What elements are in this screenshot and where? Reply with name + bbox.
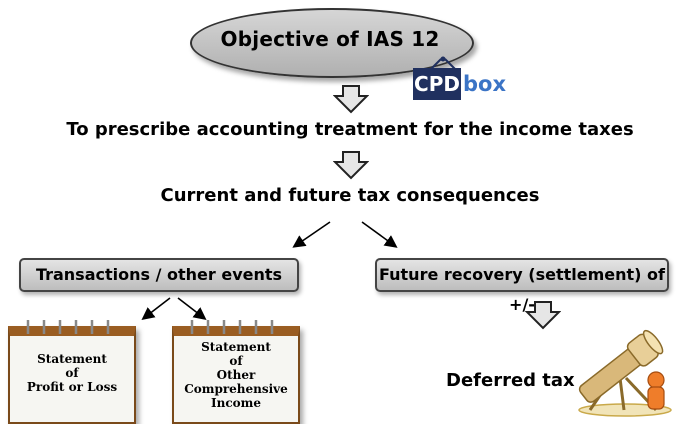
diagonal-arrow-icon: [361, 221, 398, 248]
spiral-notebook-icon: [190, 320, 274, 334]
note2-line4: Comprehensive: [184, 382, 288, 396]
transactions-box: Transactions / other events: [19, 258, 299, 292]
future-recovery-box: Future recovery (settlement) of +/-: [375, 258, 669, 314]
note2-line1: Statement: [201, 340, 271, 354]
objective-title: Objective of IAS 12: [220, 27, 440, 51]
spiral-notebook-icon: [26, 320, 110, 334]
note2-line2: of: [229, 354, 243, 368]
note1-line3: Profit or Loss: [26, 380, 118, 394]
notebook-oci: Statement of Other Comprehensive Income: [172, 326, 300, 424]
notebook-arrows: [141, 297, 207, 320]
diagonal-arrow-icon: [292, 221, 331, 248]
telescope-icon: [578, 329, 672, 417]
notebook-profit-loss: Statement of Profit or Loss: [8, 326, 136, 424]
note2-line3: Other: [216, 368, 256, 382]
down-block-arrow-icon: [333, 85, 369, 114]
objective-ellipse: [190, 8, 474, 78]
note2-line5: Income: [211, 396, 261, 410]
note1-line1: Statement: [37, 352, 107, 366]
diagonal-arrow-icon: [177, 297, 207, 320]
line-consequences: Current and future tax consequences: [160, 185, 540, 206]
logo-box: box: [463, 72, 507, 96]
split-arrows: [292, 221, 398, 248]
deferred-tax-label: Deferred tax: [446, 370, 575, 391]
down-block-arrow-icon: [525, 301, 561, 330]
diagonal-arrow-icon: [141, 297, 171, 320]
line-prescribe: To prescribe accounting treatment for th…: [66, 119, 634, 140]
note1-line2: of: [65, 366, 79, 380]
down-block-arrow-icon: [333, 151, 369, 180]
logo-cpd: CPD: [413, 68, 461, 100]
logo-antenna-icon: [430, 56, 456, 70]
